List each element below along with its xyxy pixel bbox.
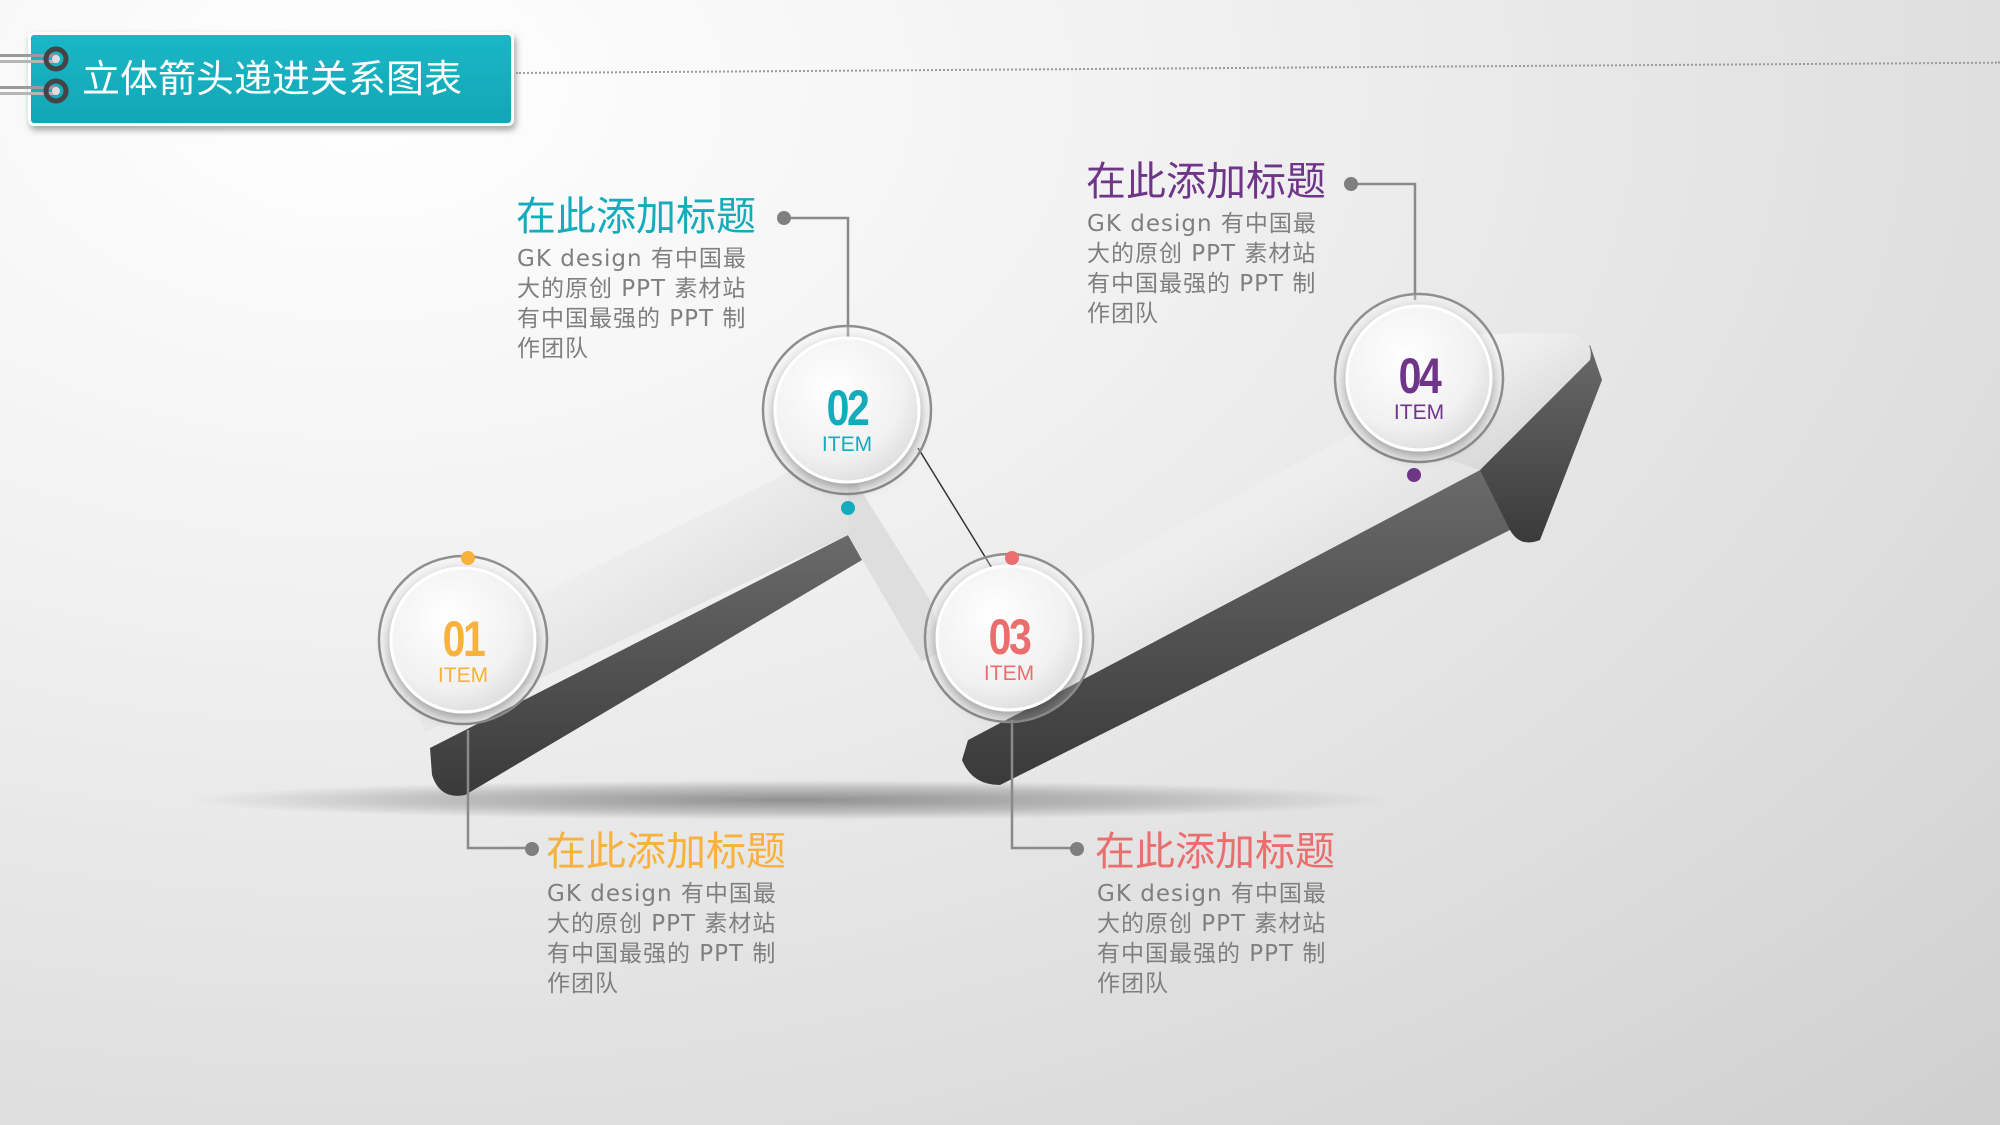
badge-label-2: ITEM: [821, 433, 873, 456]
item-desc-4-line-2: 大的原创 PPT 素材站: [1087, 241, 1317, 267]
item-desc-1-line-1: GK design 有中国最: [547, 881, 777, 907]
item-desc-1-line-3: 有中国最强的 PPT 制: [547, 941, 777, 967]
badge-accent-dot-1: [461, 551, 475, 565]
leader-line-2: [786, 216, 850, 340]
badge-accent-dot-3: [1005, 551, 1019, 565]
arrow-head-side: [1480, 345, 1602, 543]
item-desc-3-line-1: GK design 有中国最: [1097, 881, 1327, 907]
item-desc-3-line-3: 有中国最强的 PPT 制: [1097, 941, 1327, 967]
badge-3: [923, 551, 1095, 724]
item-desc-4-line-1: GK design 有中国最: [1087, 211, 1317, 237]
item-desc-2-line-3: 有中国最强的 PPT 制: [517, 306, 747, 332]
badge-disc-4: [1345, 304, 1493, 452]
item-desc-4-line-3: 有中国最强的 PPT 制: [1087, 271, 1317, 297]
title-banner: [28, 32, 514, 126]
ground-shadow: [190, 780, 1390, 820]
item-desc-4: GK design 有中国最 大的原创 PPT 素材站 有中国最强的 PPT 制…: [1087, 209, 1357, 329]
arrow-side-segment-2: [962, 470, 1520, 785]
leader-dot-1: [525, 842, 539, 856]
item-desc-3-line-2: 大的原创 PPT 素材站: [1097, 911, 1327, 937]
leader-dot-2: [777, 211, 791, 225]
item-desc-2: GK design 有中国最 大的原创 PPT 素材站 有中国最强的 PPT 制…: [517, 244, 787, 364]
badge-disc-2: [773, 336, 921, 484]
badge-label-3: ITEM: [983, 662, 1035, 685]
item-title-2: 在此添加标题: [516, 194, 756, 240]
badge-accent-dot-4: [1407, 468, 1421, 482]
page-title: 立体箭头递进关系图表: [82, 57, 463, 101]
item-desc-3-line-4: 作团队: [1097, 971, 1169, 997]
badge-4: [1333, 292, 1505, 482]
item-desc-2-line-4: 作团队: [517, 336, 589, 362]
item-title-1: 在此添加标题: [546, 829, 786, 875]
badge-label-1: ITEM: [437, 664, 489, 687]
badge-number-3: 03: [988, 609, 1032, 665]
leader-line-3: [1010, 720, 1077, 850]
leader-line-4: [1352, 182, 1417, 300]
item-desc-1-line-4: 作团队: [547, 971, 619, 997]
item-desc-2-line-2: 大的原创 PPT 素材站: [517, 276, 747, 302]
number-badges: [377, 292, 1505, 726]
leader-line-1: [466, 730, 530, 850]
badge-1: [377, 551, 549, 726]
leader-dot-4: [1344, 177, 1358, 191]
item-title-4: 在此添加标题: [1086, 159, 1326, 205]
badge-2: [761, 324, 933, 515]
leader-lines: [466, 182, 1417, 850]
badge-accent-dot-2: [841, 501, 855, 515]
leader-line-2-3: [917, 447, 996, 574]
item-desc-2-line-1: GK design 有中国最: [517, 246, 747, 272]
item-desc-4-line-4: 作团队: [1087, 301, 1159, 327]
item-title-3: 在此添加标题: [1095, 829, 1335, 875]
badge-label-4: ITEM: [1393, 401, 1445, 424]
badge-disc-1: [389, 566, 537, 714]
arrow-side-segment-1: [430, 535, 862, 796]
badge-number-1: 01: [442, 611, 486, 667]
ring-binder-icon: [0, 46, 69, 104]
item-desc-1: GK design 有中国最 大的原创 PPT 素材站 有中国最强的 PPT 制…: [547, 879, 817, 999]
item-desc-3: GK design 有中国最 大的原创 PPT 素材站 有中国最强的 PPT 制…: [1097, 879, 1367, 999]
leader-dots: [525, 177, 1358, 856]
badge-number-4: 04: [1398, 348, 1442, 404]
badge-number-2: 02: [826, 380, 870, 436]
leader-dot-3: [1070, 842, 1084, 856]
item-desc-1-line-2: 大的原创 PPT 素材站: [547, 911, 777, 937]
badge-disc-3: [935, 564, 1083, 712]
